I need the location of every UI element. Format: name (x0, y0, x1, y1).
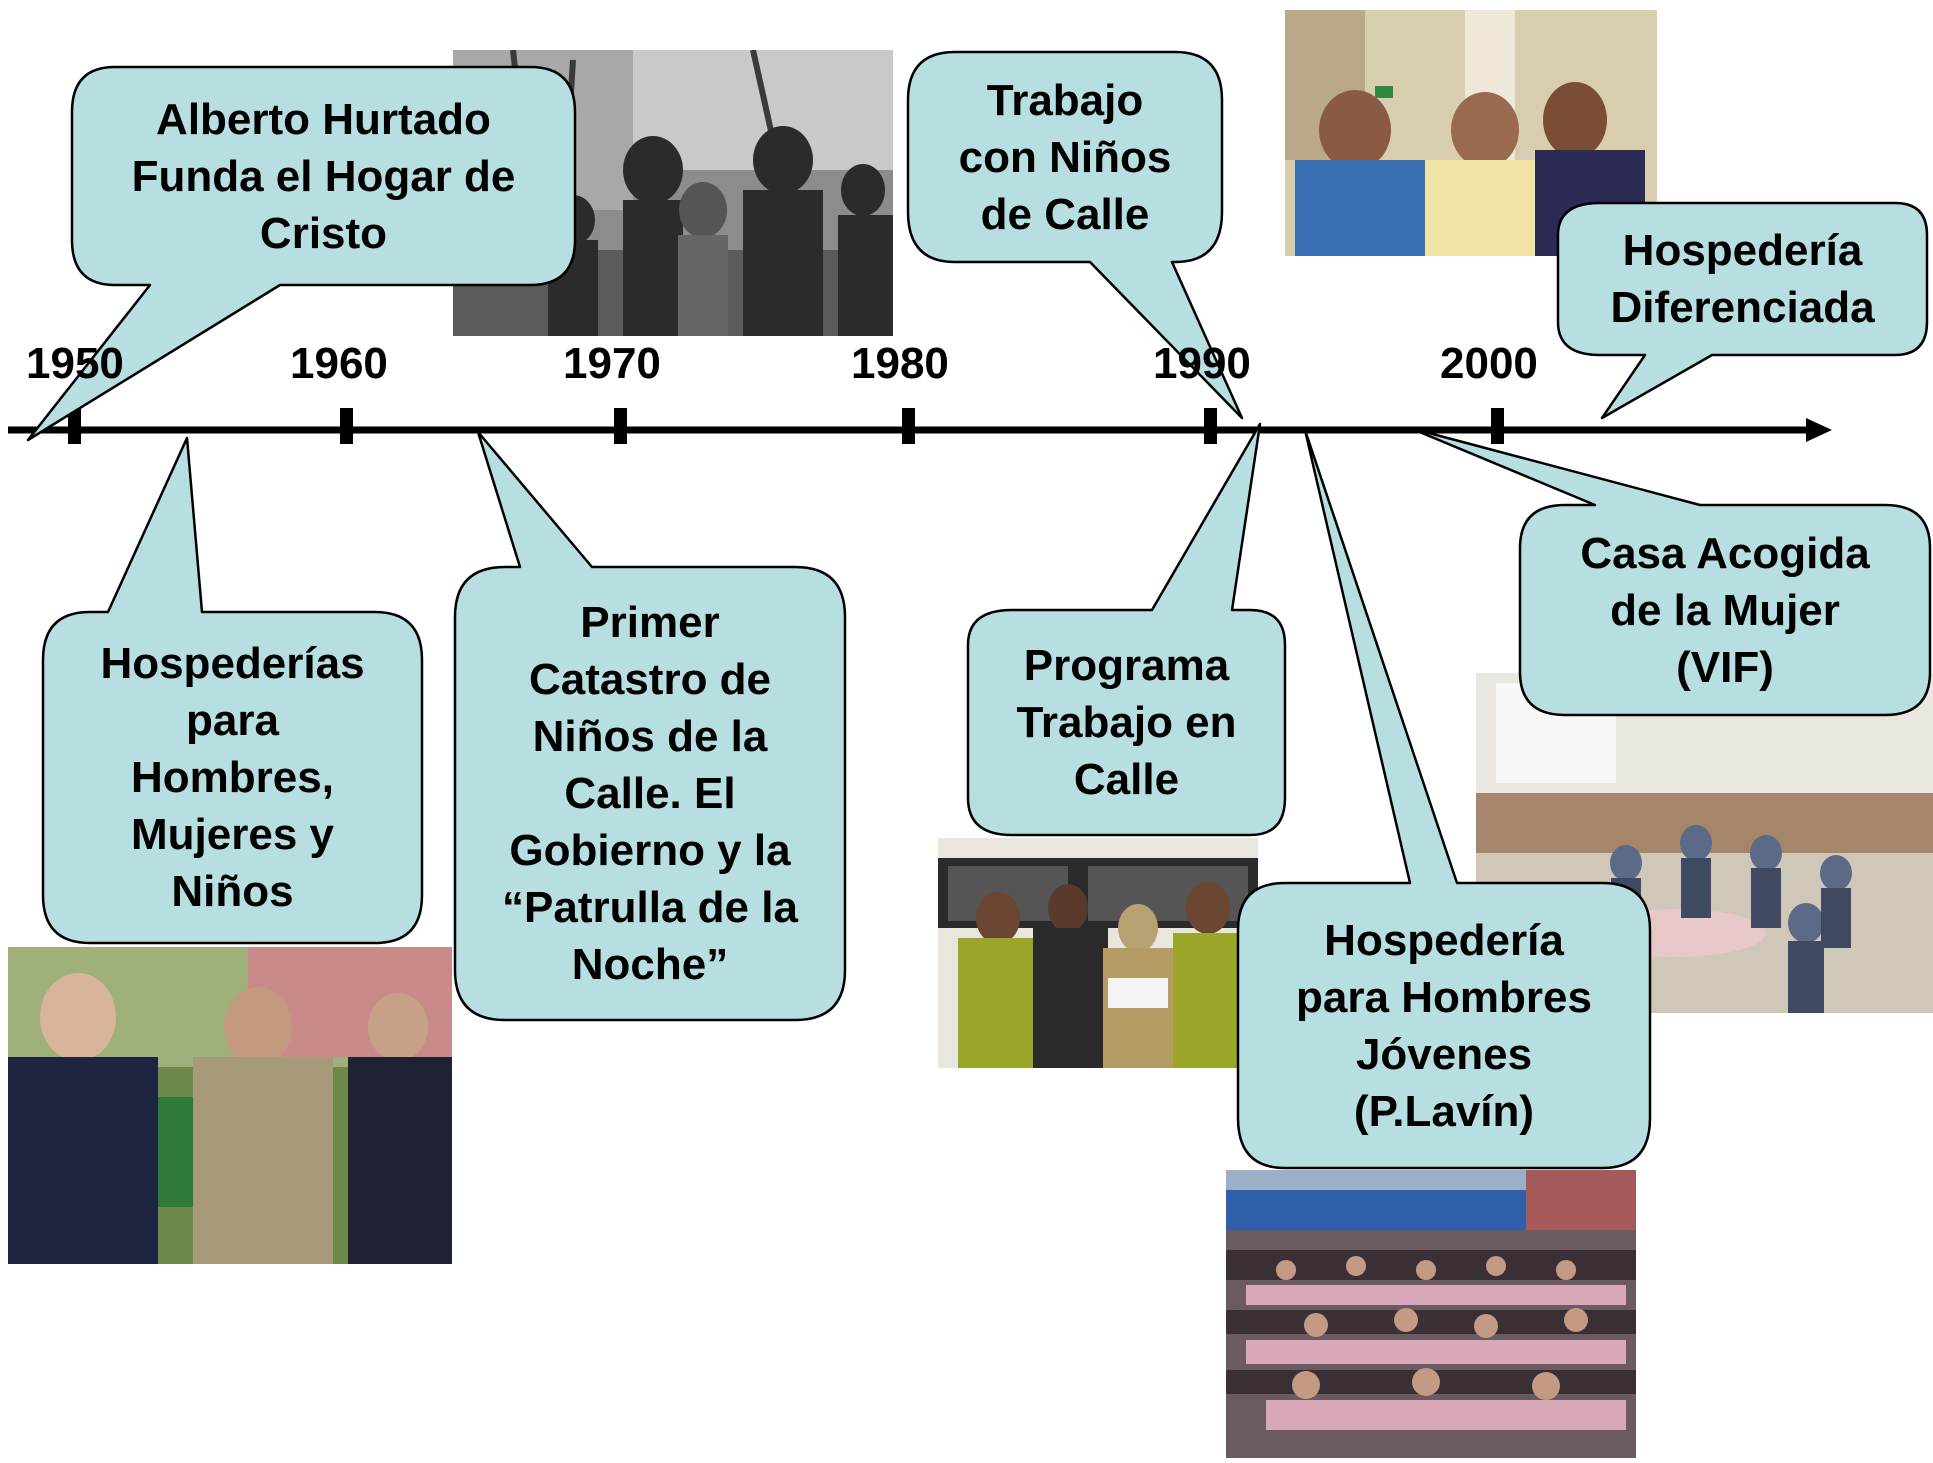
callout-shape-hospederias (41, 436, 424, 945)
tick-1960 (340, 408, 353, 444)
callout-text-catastro: Primer Catastro de Niños de la Calle. El… (502, 598, 798, 989)
year-label-1980: 1980 (851, 339, 949, 388)
year-label-2000: 2000 (1440, 339, 1538, 388)
callout-text-hospederias: Hospederías para Hombres, Mujeres y Niño… (100, 639, 365, 916)
callout-shape-catastro (453, 430, 847, 1022)
callout-text-casa-acogida: Casa Acogida de la Mujer (VIF) (1580, 528, 1870, 692)
callout-shape-hurtado (26, 65, 577, 442)
callout-text-diferenciada: Hospedería Diferenciada (1610, 226, 1875, 332)
tick-2000 (1491, 408, 1504, 444)
year-label-1950: 1950 (26, 339, 124, 388)
callout-shape-jovenes (1236, 428, 1652, 1170)
year-label-1970: 1970 (563, 339, 661, 388)
timeline-ticks (68, 408, 1504, 444)
callout-text-jovenes: Hospedería para Hombres Jóvenes (P.Lavín… (1296, 915, 1592, 1136)
photo-men-on-bench (8, 947, 452, 1264)
tick-1970 (614, 408, 627, 444)
callout-text-programa: Programa Trabajo en Calle (1016, 641, 1237, 804)
photo-crowd-dining (1226, 1170, 1636, 1458)
photo-street-team-ponchos (938, 838, 1258, 1068)
callout-shape-diferenciada (1556, 201, 1929, 420)
callout-shape-ninos-calle (906, 50, 1244, 420)
year-label-1990: 1990 (1153, 339, 1251, 388)
tick-1950 (68, 408, 81, 444)
photo-group-street-bw (453, 50, 893, 336)
timeline-arrowhead (1806, 418, 1832, 442)
tick-1990 (1204, 408, 1217, 444)
callout-shape-programa (966, 422, 1287, 837)
callout-text-ninos-calle: Trabajo con Niños de Calle (958, 75, 1172, 239)
year-label-1960: 1960 (290, 339, 388, 388)
callout-text-hurtado: Alberto Hurtado Funda el Hogar de Cristo (131, 94, 516, 258)
tick-1980 (902, 408, 915, 444)
callout-shape-casa-acogida (1408, 426, 1932, 717)
